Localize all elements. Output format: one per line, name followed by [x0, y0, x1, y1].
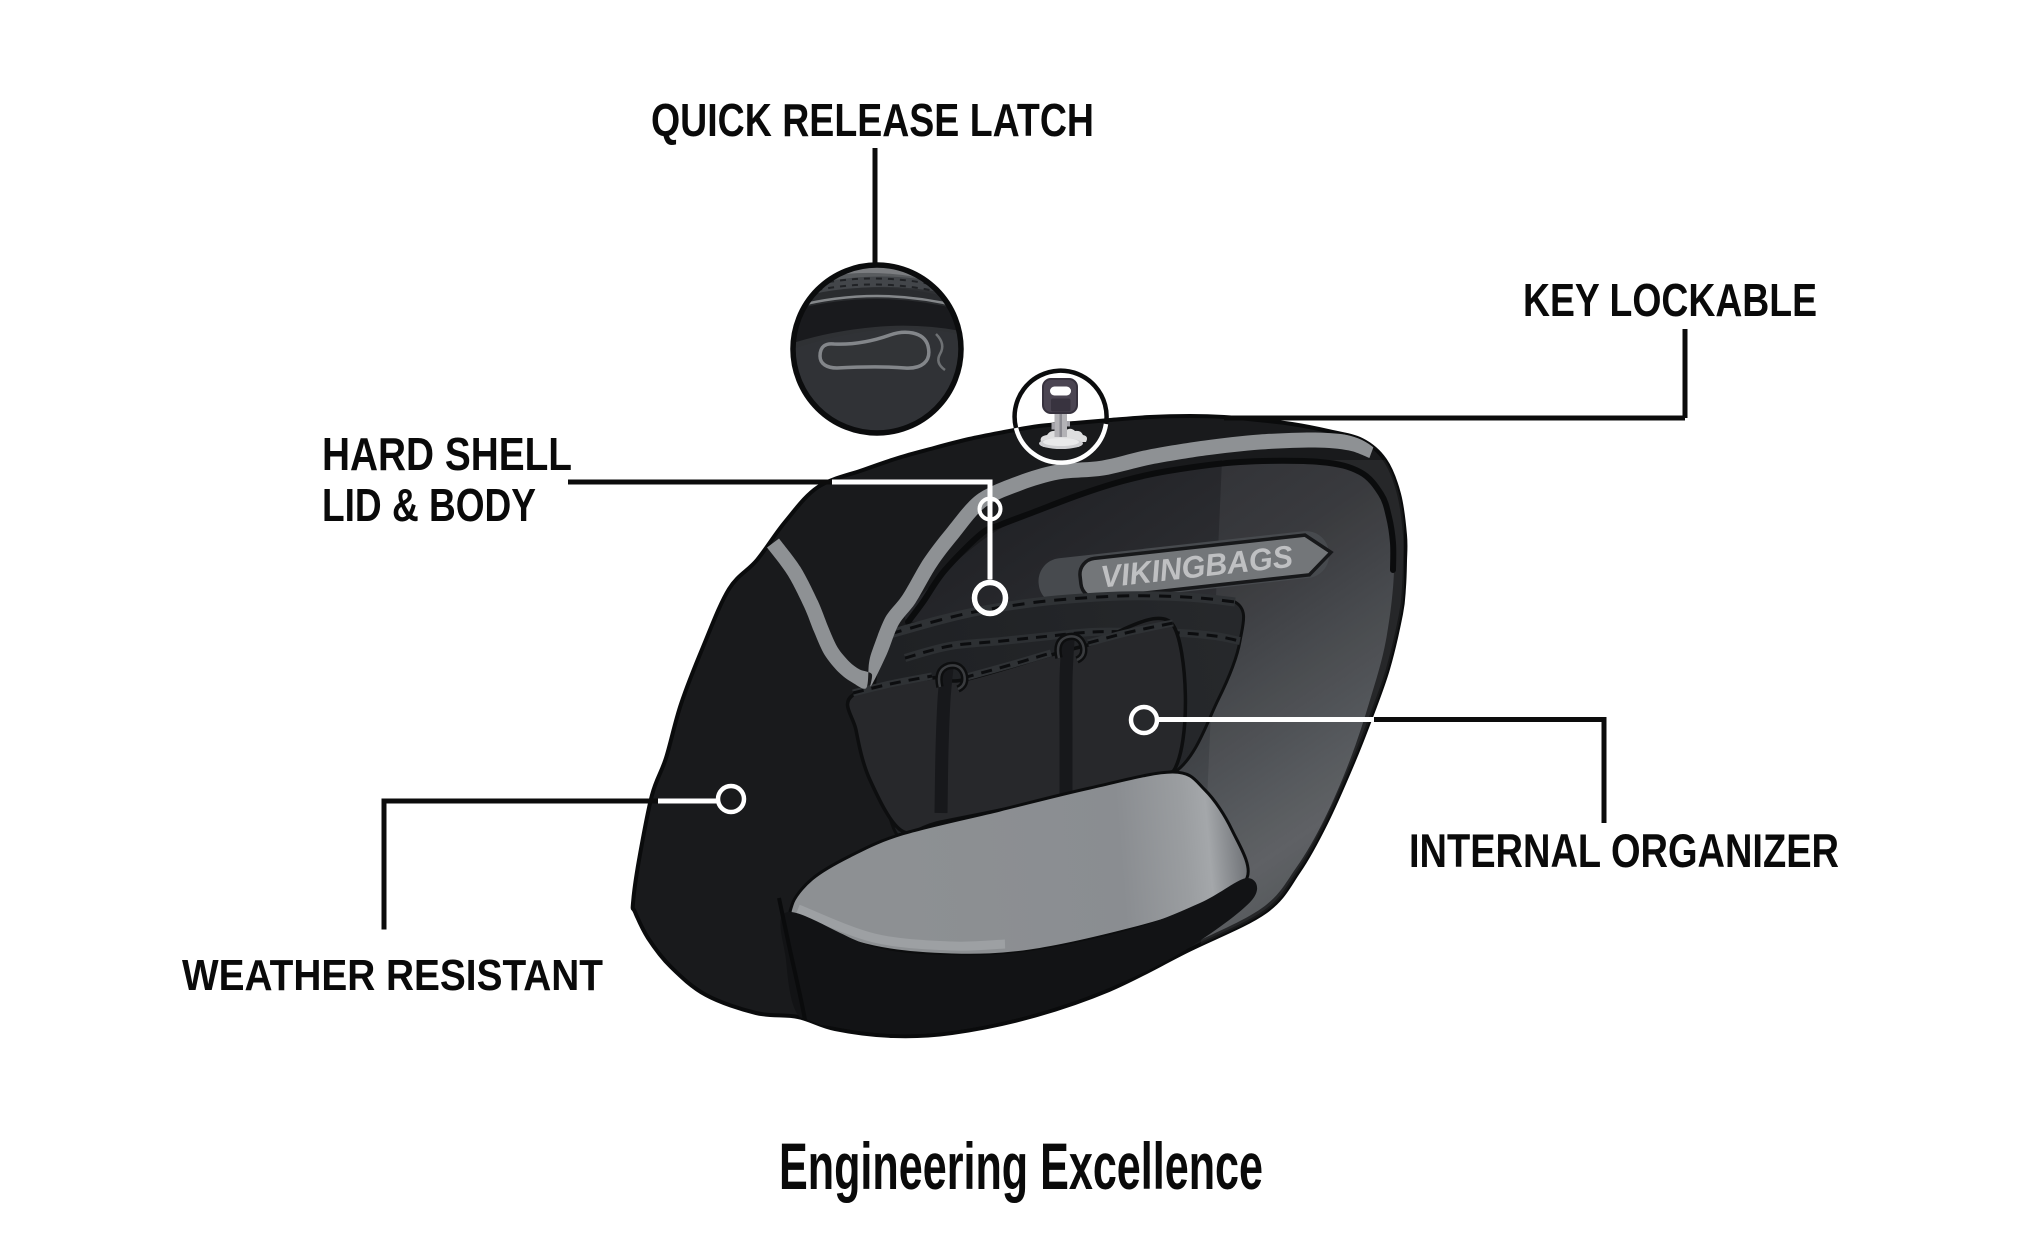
svg-text:Engineering Excellence: Engineering Excellence	[779, 1129, 1263, 1203]
svg-text:HARD SHELL: HARD SHELL	[322, 428, 572, 480]
svg-text:KEY LOCKABLE: KEY LOCKABLE	[1523, 274, 1817, 326]
svg-text:WEATHER RESISTANT: WEATHER RESISTANT	[182, 951, 603, 1000]
svg-text:QUICK RELEASE LATCH: QUICK RELEASE LATCH	[651, 94, 1094, 146]
svg-text:INTERNAL ORGANIZER: INTERNAL ORGANIZER	[1409, 824, 1839, 877]
svg-text:LID & BODY: LID & BODY	[322, 479, 536, 531]
